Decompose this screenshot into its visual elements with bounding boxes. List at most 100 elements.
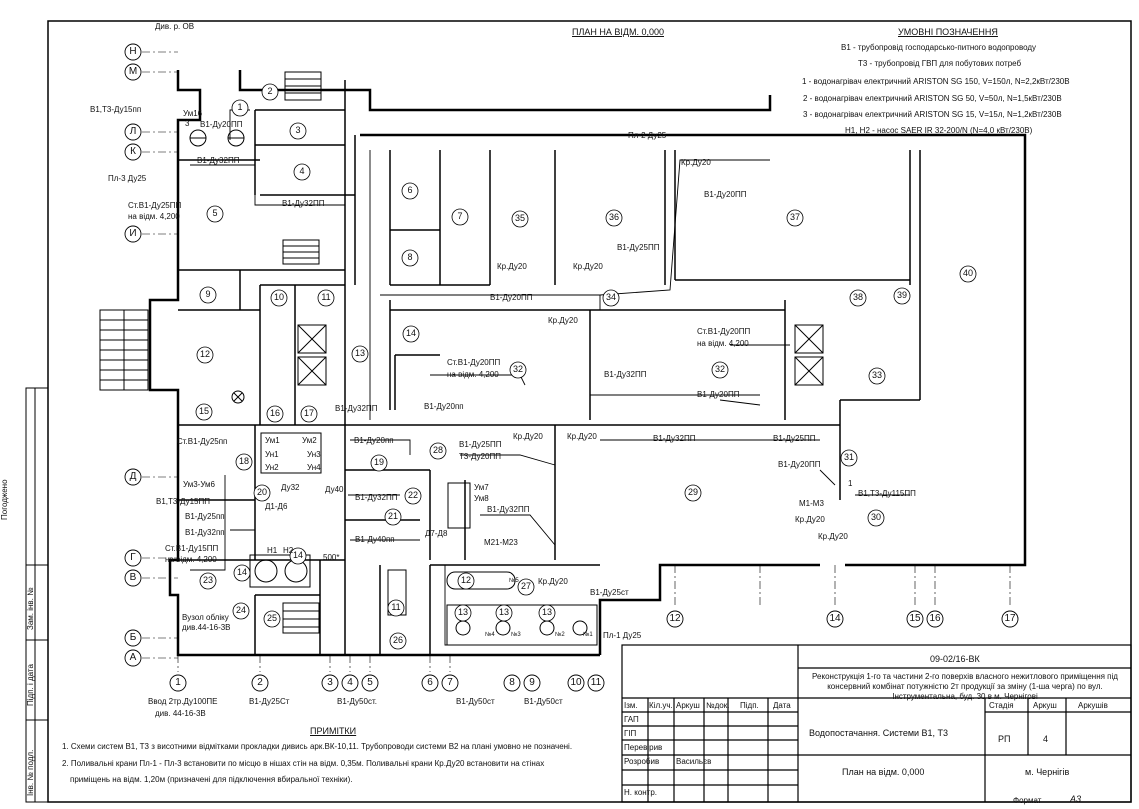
room-number-circle (517, 578, 535, 596)
room-number-circle (300, 405, 318, 423)
room-number: 8 (407, 252, 413, 263)
axis-col-bubble-circle (567, 674, 585, 692)
room-number-circle (384, 508, 402, 526)
pipe-label: 500* (323, 553, 340, 562)
pipe-label: Пл-3 Ду25 (108, 174, 147, 183)
pipe-label: Ду40 (325, 485, 344, 494)
pipe-network (177, 109, 910, 646)
format-label: Формат (1013, 796, 1042, 805)
equipment (189, 129, 598, 646)
axis-col-bubble: 14 (829, 612, 841, 624)
pipe-label: В1-Ду50ст (456, 697, 495, 706)
axis-col-bubble: 8 (509, 676, 515, 688)
col-ndok: №док. (706, 701, 730, 710)
room-number: 6 (407, 185, 413, 196)
room-number: 7 (457, 211, 463, 222)
note-line: 1. Схеми систем В1, Т3 з висотними відмі… (62, 742, 573, 751)
pipe-label: Н2 (283, 546, 294, 555)
pipe-label: Ду32 (281, 483, 300, 492)
col-kil: Кіл.уч. (649, 701, 673, 710)
role-developer: Розробив (624, 757, 660, 766)
axis-col-bubble: 6 (427, 676, 433, 688)
axis-col-bubble-circle (321, 674, 339, 692)
axis-col-bubble-circle (1001, 610, 1019, 628)
pipe-label: В1-Ду50ст (524, 697, 563, 706)
pipe-label: Кр.Ду20 (818, 532, 848, 541)
pipe-label: Ст.В1-Ду15ПП (165, 544, 219, 553)
room-number-circle (401, 182, 419, 200)
notes-title: ПРИМІТКИ (310, 726, 357, 736)
room-number-circle (404, 487, 422, 505)
legend-item: В1 - трубопровід господарсько-питного во… (841, 43, 1037, 52)
room-number-circle (387, 599, 405, 617)
axis-col-bubble-circle (251, 674, 269, 692)
pipe-label: М21-М23 (484, 538, 518, 547)
axis-col-bubble-circle (169, 674, 187, 692)
room-number-circle (786, 209, 804, 227)
pipe-label: №2 (555, 632, 565, 638)
room-number-circle (261, 83, 279, 101)
pipe-label: Ум3-Ум6 (183, 480, 216, 489)
pipe-label: див.44-16-3В (182, 623, 231, 632)
room-number-circle (684, 484, 702, 502)
col-data: Дата (773, 701, 791, 710)
axis-row-bubble-circle (124, 123, 142, 141)
pipe-label: В1-Ду20пп (354, 436, 394, 445)
axis-col-bubble-circle (421, 674, 439, 692)
room-number-circle (840, 449, 858, 467)
pipe-label: Ун2 (265, 463, 279, 472)
axis-col-bubble-circle (587, 674, 605, 692)
pipe-label: В1-Ду50ст. (337, 697, 377, 706)
room-number-circle (605, 209, 623, 227)
room-number: 18 (238, 456, 249, 467)
room-number: 30 (870, 512, 881, 523)
axis-col-bubble: 15 (909, 612, 921, 624)
room-number: 36 (608, 212, 619, 223)
pipe-label: В1-Ду32ПП (604, 370, 647, 379)
axis-col-bubble: 11 (590, 676, 602, 688)
pipe-label: Ун3 (307, 450, 321, 459)
axis-col-bubble-circle (361, 674, 379, 692)
room-number: 3 (295, 125, 301, 136)
side-stamp-agreed: Погоджено (0, 479, 9, 520)
pipe-label: Пл-2 Ду25 (628, 131, 667, 140)
room-number: 39 (896, 290, 907, 301)
pipe-label: В1,Т3-Ду115ПП (858, 489, 916, 498)
room-number: 34 (605, 292, 616, 303)
pipe-label: М1-М3 (799, 499, 824, 508)
room-number-circle (401, 249, 419, 267)
stage-header: Стадія (989, 701, 1014, 710)
axis-row-bubble-circle (124, 649, 142, 667)
pipe-label: Ум8 (474, 494, 489, 503)
sheet-header: Аркуш (1033, 701, 1057, 710)
room-number: 37 (789, 212, 800, 223)
pipe-label: В1-Ду32ПП (197, 156, 240, 165)
pipe-label: В1-Ду20пп (424, 402, 464, 411)
room-number: 22 (407, 490, 418, 501)
internal-walls (178, 80, 921, 655)
room-number: 21 (387, 511, 398, 522)
pipe-label: Ввод 2тр.Ду100ПЕ (148, 697, 218, 706)
pipe-label: В1-Ду20ПП (697, 390, 740, 399)
room-number: 13 (457, 607, 468, 618)
axis-row-bubble-circle (124, 468, 142, 486)
room-number-circle (711, 361, 729, 379)
col-pidp: Підп. (740, 701, 759, 710)
room-number-circle (849, 289, 867, 307)
building-outline (148, 70, 1027, 657)
room-number-circle (893, 287, 911, 305)
pipe-label: Ум16 (183, 109, 203, 118)
pipe-label: №3 (511, 632, 521, 638)
pipe-label: В1-Ду40пп (355, 535, 395, 544)
pipe-label: Ст.В1-Ду25ПП (128, 201, 182, 210)
axis-col-bubble: 2 (257, 676, 263, 688)
pipe-label: В1-Ду25пп (185, 512, 225, 521)
room-number-circle (602, 289, 620, 307)
room-number: 13 (541, 607, 552, 618)
room-number: 5 (212, 208, 218, 219)
pipe-label: 1 (848, 479, 853, 488)
pipe-label: Ун1 (265, 450, 279, 459)
room-number: 14 (292, 550, 303, 561)
room-number: 20 (256, 487, 267, 498)
